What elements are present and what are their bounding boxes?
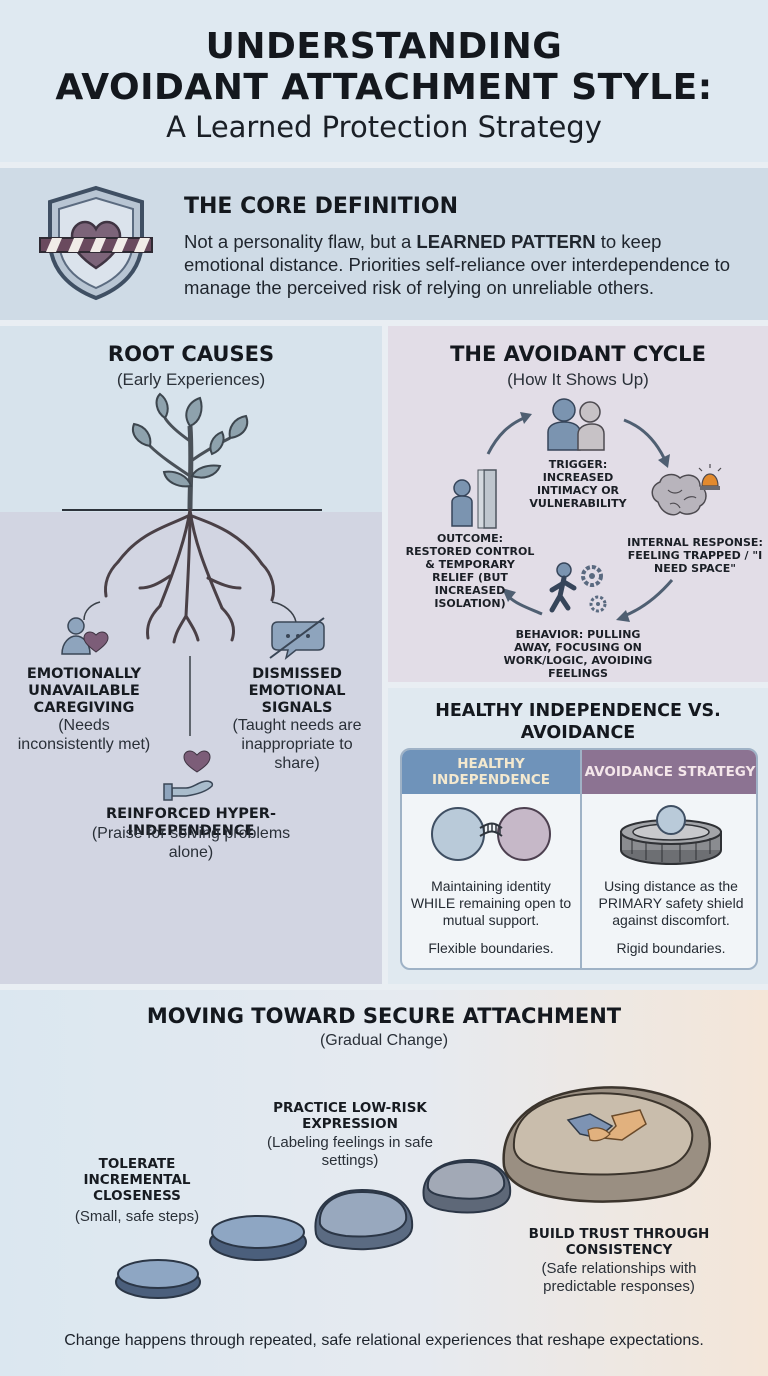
footer-text: Change happens through repeated, safe re… xyxy=(64,1332,704,1349)
cause-1-title: EMOTIONALLY UNAVAILABLE CAREGIVING xyxy=(26,666,142,716)
step-1-title: TOLERATE INCREMENTAL CLOSENESS xyxy=(83,1156,191,1204)
cycle-subheading: (How It Shows Up) xyxy=(507,370,649,389)
step-3-title: BUILD TRUST THROUGH CONSISTENCY xyxy=(528,1226,710,1258)
stepping-stone-3 xyxy=(314,1188,414,1251)
header: UNDERSTANDING AVOIDANT ATTACHMENT STYLE:… xyxy=(0,0,768,162)
stepping-stone-1 xyxy=(115,1259,201,1299)
muted-speech-icon xyxy=(269,617,325,660)
page-title: UNDERSTANDING AVOIDANT ATTACHMENT STYLE: xyxy=(0,0,768,108)
cause-3-desc: (Praise for solving problems alone) xyxy=(91,825,291,861)
cycle-internal-response: INTERNAL RESPONSE: FEELING TRAPPED / "I … xyxy=(627,536,763,575)
avoidance-strategy-title: AVOIDANCE STRATEGY xyxy=(582,750,756,794)
brain-alarm-icon xyxy=(651,464,722,516)
root-causes-section: ROOT CAUSES (Early Experiences) xyxy=(0,326,382,984)
root-causes-subheading: (Early Experiences) xyxy=(116,370,266,389)
healthy-independence-text: Maintaining identity WHILE remaining ope… xyxy=(410,878,572,928)
core-text-part-1: Not a personality flaw, but a xyxy=(184,231,417,252)
title-line-1: UNDERSTANDING xyxy=(205,26,563,67)
page-subtitle: A Learned Protection Strategy xyxy=(166,110,602,144)
healthy-vs-avoidance-section: HEALTHY INDEPENDENCE VS. AVOIDANCE HEALT… xyxy=(388,688,768,984)
core-text-bold: LEARNED PATTERN xyxy=(416,231,596,252)
person-wall-icon xyxy=(451,469,497,529)
step-2-desc: (Labeling feelings in safe settings) xyxy=(267,1134,433,1169)
core-text: Not a personality flaw, but a LEARNED PA… xyxy=(184,230,744,299)
core-definition-section: THE CORE DEFINITION Not a personality fl… xyxy=(0,168,768,320)
healthy-independence-note: Flexible boundaries. xyxy=(428,940,554,956)
cause-3-title: REINFORCED HYPER-INDEPENDENCE xyxy=(106,806,276,839)
step-3-desc: (Safe relationships with predictable res… xyxy=(541,1260,697,1295)
person-heart-icon xyxy=(61,617,109,655)
avoidance-strategy-note: Rigid boundaries. xyxy=(616,940,726,956)
cycle-diagram xyxy=(451,398,722,622)
cause-2-desc: (Taught needs are inappropriate to share… xyxy=(232,717,362,772)
healthy-independence-column: HEALTHY INDEPENDENCE Maintaining identit… xyxy=(402,750,580,968)
title-line-2: AVOIDANT ATTACHMENT STYLE: xyxy=(55,67,713,108)
secure-subheading: (Gradual Change) xyxy=(319,1032,449,1049)
health-heading: HEALTHY INDEPENDENCE VS. AVOIDANCE xyxy=(435,701,721,743)
cause-2-title: DISMISSED EMOTIONAL SIGNALS xyxy=(248,666,346,716)
avoidant-cycle-section: THE AVOIDANT CYCLE (How It Shows Up) xyxy=(388,326,768,682)
secure-heading: MOVING TOWARD SECURE ATTACHMENT xyxy=(146,1004,622,1028)
stepping-stone-2 xyxy=(209,1215,307,1261)
root-causes-heading: ROOT CAUSES xyxy=(107,342,275,366)
stepping-stones-illustration xyxy=(115,1086,711,1299)
healthy-independence-title: HEALTHY INDEPENDENCE xyxy=(402,750,580,794)
avoidance-strategy-text: Using distance as the PRIMARY safety shi… xyxy=(598,878,744,928)
bridged-circles-icon xyxy=(431,807,551,861)
large-boulder xyxy=(502,1086,711,1203)
shield-heart-icon xyxy=(39,185,153,301)
core-text-part-2: to keep emotional distance. Priorities s… xyxy=(184,231,731,298)
avoidance-strategy-column: AVOIDANCE STRATEGY Using distance as the… xyxy=(580,750,756,968)
walking-person-gears-icon xyxy=(549,562,607,613)
walled-fortress-icon xyxy=(620,805,722,865)
comparison-table: HEALTHY INDEPENDENCE Maintaining identit… xyxy=(400,748,758,970)
cycle-behavior: BEHAVIOR: PULLING AWAY, FOCUSING ON WORK… xyxy=(503,628,653,680)
cycle-outcome: OUTCOME: RESTORED CONTROL & TEMPORARY RE… xyxy=(405,532,535,610)
hand-heart-icon xyxy=(163,750,214,801)
step-1-desc: (Small, safe steps) xyxy=(74,1208,200,1225)
secure-attachment-section: MOVING TOWARD SECURE ATTACHMENT (Gradual… xyxy=(0,990,768,1376)
handshake-icon xyxy=(566,1109,647,1142)
cause-1-desc: (Needs inconsistently met) xyxy=(17,717,151,753)
tree-illustration xyxy=(61,392,325,801)
people-embrace-icon xyxy=(547,398,605,451)
core-heading: THE CORE DEFINITION xyxy=(184,194,458,219)
step-2-title: PRACTICE LOW-RISK EXPRESSION xyxy=(273,1100,427,1132)
cycle-heading: THE AVOIDANT CYCLE xyxy=(450,342,706,366)
cycle-trigger: TRIGGER: INCREASED INTIMACY OR VULNERABI… xyxy=(529,458,627,510)
stepping-stone-4 xyxy=(422,1158,512,1214)
roots-ground xyxy=(0,512,382,984)
